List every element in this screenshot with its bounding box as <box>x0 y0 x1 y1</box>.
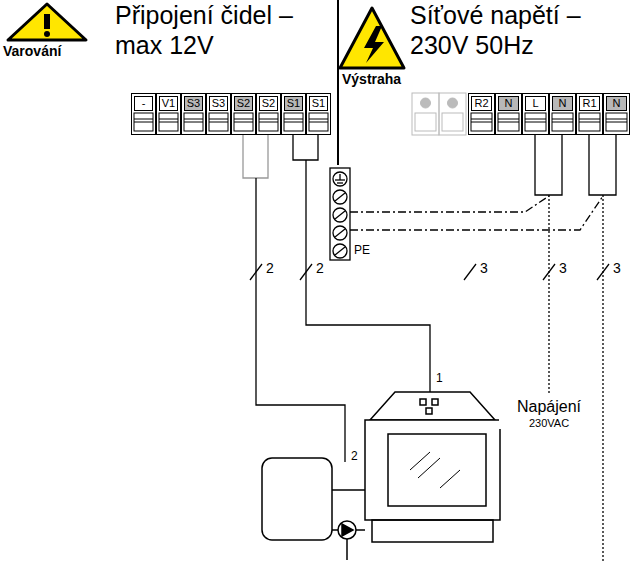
terminal: R1 <box>576 93 603 135</box>
terminal-label: S2 <box>234 96 253 111</box>
wire-count: 3 <box>612 261 622 276</box>
stove-illustration <box>365 392 500 542</box>
terminal-label: L <box>525 96 546 111</box>
terminal-label: S2 <box>259 96 278 111</box>
terminal: S2 <box>231 93 256 135</box>
high-voltage-symbol <box>340 8 404 68</box>
power-label: Napájení <box>499 398 599 416</box>
mains-wires <box>350 135 616 563</box>
wire-count: 3 <box>479 261 489 276</box>
storage-tank <box>262 458 365 560</box>
dummy-terminals <box>412 93 466 135</box>
warning-caption: Výstraha <box>342 72 401 87</box>
power-label: 230VAC <box>499 417 599 429</box>
terminal: S1 <box>306 93 331 135</box>
terminal: N <box>603 93 630 135</box>
terminal: - <box>131 93 156 135</box>
terminal-label: N <box>606 96 627 111</box>
terminal-label: S3 <box>184 96 203 111</box>
terminal: S3 <box>181 93 206 135</box>
terminal-label: - <box>134 96 153 111</box>
terminal-label: S1 <box>309 96 328 111</box>
divider-line <box>337 0 339 165</box>
terminal-label: S1 <box>284 96 303 111</box>
terminal-label: R2 <box>471 96 492 111</box>
terminal-label: N <box>552 96 573 111</box>
wire-count: 3 <box>558 261 568 276</box>
warning-caption: Varování <box>3 44 61 59</box>
wire-count: 2 <box>315 261 325 276</box>
terminal-label: S3 <box>209 96 228 111</box>
terminal: S1 <box>281 93 306 135</box>
terminal: R2 <box>468 93 495 135</box>
terminal-label: V1 <box>159 96 178 111</box>
pe-strip <box>330 168 350 260</box>
sensor-number: 2 <box>350 450 359 463</box>
warning-symbol <box>8 4 86 40</box>
sensor-number: 1 <box>435 372 444 385</box>
terminal-label: R1 <box>579 96 600 111</box>
terminal: N <box>549 93 576 135</box>
terminal: N <box>495 93 522 135</box>
warning-heading: Síťové napětí – 230V 50Hz <box>410 0 590 60</box>
terminal: V1 <box>156 93 181 135</box>
terminal: L <box>522 93 549 135</box>
terminal: S2 <box>256 93 281 135</box>
wire-count: 2 <box>265 261 275 276</box>
terminal-label: N <box>498 96 519 111</box>
terminal: S3 <box>206 93 231 135</box>
pe-label: PE <box>353 244 371 257</box>
warning-heading: Připojení čidel – max 12V <box>115 0 295 60</box>
